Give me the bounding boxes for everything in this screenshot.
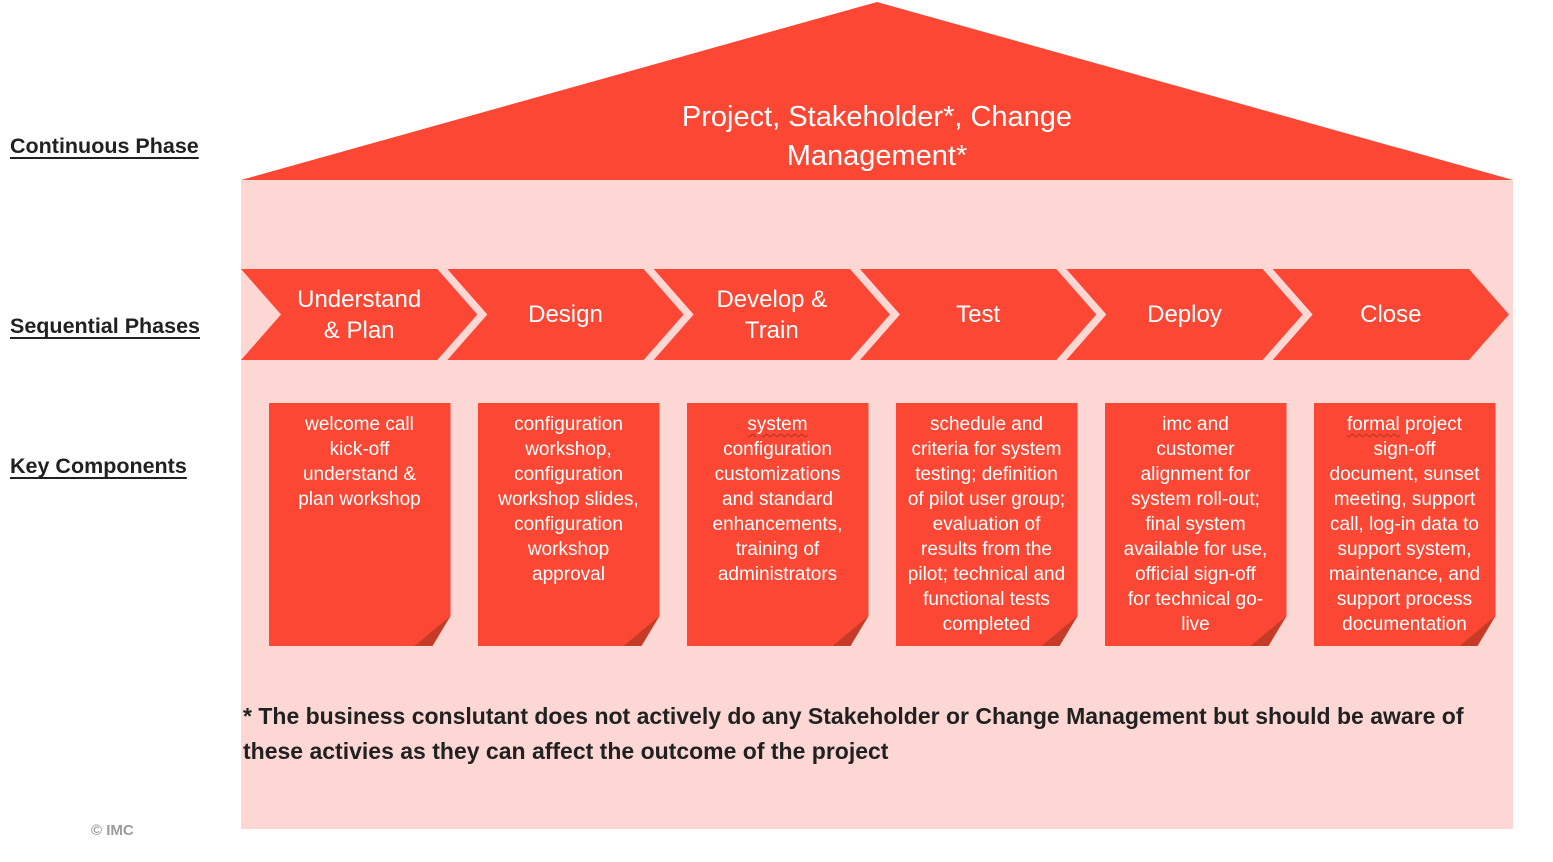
roof-title: Project, Stakeholder*, Change Management…	[681, 101, 1073, 172]
component-card-deploy: imc and customer alignment for system ro…	[1105, 403, 1287, 646]
component-card-design: configuration workshop, configuration wo…	[478, 403, 660, 646]
phase-arrow-test: Test	[860, 269, 1096, 360]
phase-arrow-label: Understand & Plan	[297, 285, 422, 344]
phase-arrow-label: Deploy	[1147, 301, 1222, 328]
label-continuous-phase: Continuous Phase	[10, 134, 199, 158]
label-key-components: Key Components	[10, 454, 187, 478]
component-card-develop-train: system configuration customizations and …	[687, 403, 869, 646]
folded-corner	[624, 616, 660, 646]
sequential-phases-row: Understand & Plan Design Develop & Train…	[241, 269, 1509, 360]
component-card-close: formal project sign-off document, sunset…	[1314, 403, 1496, 646]
component-card-text: schedule and criteria for system testing…	[907, 414, 1066, 635]
phase-arrow-design: Design	[447, 269, 683, 360]
phase-arrow-develop-train: Develop & Train	[654, 269, 890, 360]
key-components-row: welcome call kick-off understand & plan …	[255, 403, 1509, 648]
component-card-text: formal project sign-off document, sunset…	[1328, 414, 1481, 635]
component-card-understand-plan: welcome call kick-off understand & plan …	[269, 403, 451, 646]
component-card-test: schedule and criteria for system testing…	[896, 403, 1078, 646]
component-card-text: imc and customer alignment for system ro…	[1123, 414, 1268, 635]
continuous-phase-roof: Project, Stakeholder*, Change Management…	[241, 2, 1513, 180]
phase-arrow-close: Close	[1273, 269, 1509, 360]
phase-arrow-understand-plan: Understand & Plan	[241, 269, 477, 360]
footnote-text: * The business conslutant does not activ…	[243, 703, 1464, 764]
label-sequential-phases: Sequential Phases	[10, 314, 200, 338]
component-card-text: configuration workshop, configuration wo…	[498, 414, 639, 585]
component-card-text: welcome call kick-off understand & plan …	[298, 414, 421, 510]
copyright-text: © IMC	[91, 822, 134, 839]
folded-corner	[833, 616, 869, 646]
phase-arrow-label: Close	[1360, 301, 1422, 328]
phase-arrow-label: Test	[956, 301, 1001, 328]
phase-arrow-label: Develop & Train	[716, 285, 828, 344]
phase-arrow-label: Design	[528, 301, 603, 328]
component-card-text: system configuration customizations and …	[712, 414, 843, 585]
phase-arrow-deploy: Deploy	[1066, 269, 1302, 360]
folded-corner	[415, 616, 451, 646]
